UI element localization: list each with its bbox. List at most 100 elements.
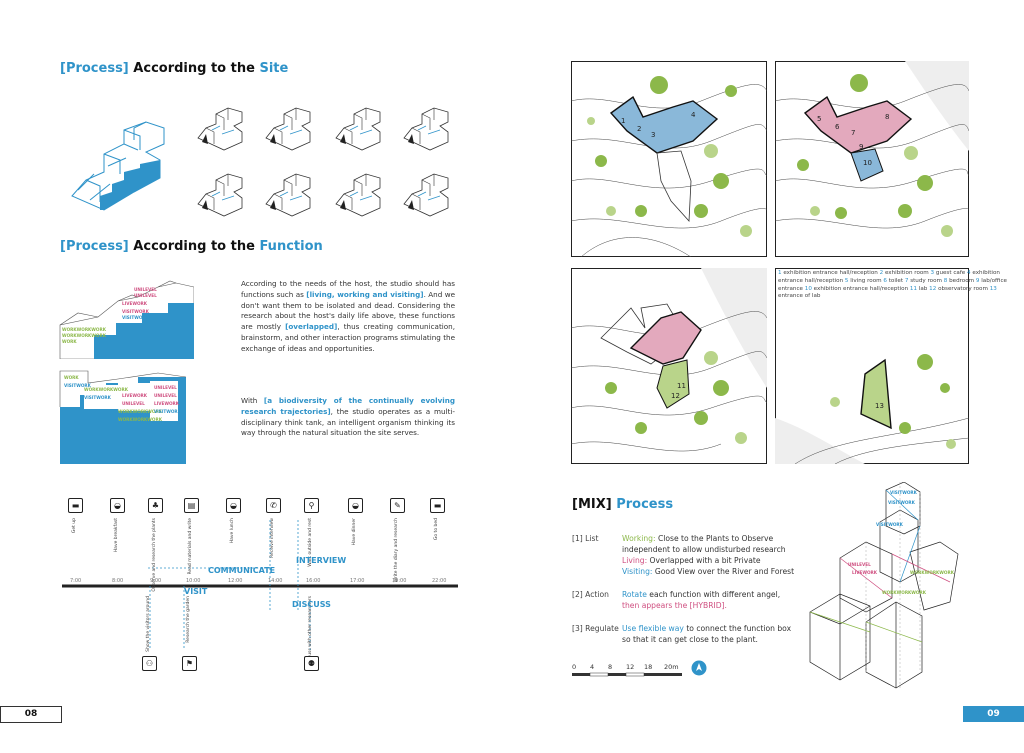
legend-number: 4 <box>967 270 971 276</box>
scale-tick: 12 <box>626 663 635 671</box>
timeline-caption: Receive interview <box>270 518 275 558</box>
page-number-left: 08 <box>0 706 62 723</box>
function-paragraph-2: With [a biodiversity of the continually … <box>241 396 455 438</box>
plan-tl-num-4: 4 <box>691 111 696 119</box>
legend-item: 9 lab/office entrance <box>778 278 1007 292</box>
scale-tick: 8 <box>608 663 613 671</box>
mix-step-key: [3] Regulate <box>572 624 619 633</box>
site-plan-bottom-left: 11 12 <box>571 268 767 464</box>
discuss-icon: ⚉ <box>304 656 319 671</box>
mix-step-text: independent to allow undisturbed researc… <box>622 545 786 554</box>
plan-tl-num-3: 3 <box>651 131 655 139</box>
room-legend: 1 exhibition entrance hall/reception 2 e… <box>778 270 1018 301</box>
legend-number: 5 <box>844 277 849 284</box>
plan-tr-num-8: 8 <box>885 113 889 121</box>
timeline-caption: Have breakfast <box>114 518 119 553</box>
mix-step-line: Working: Close to the Plants to Observe <box>622 533 773 544</box>
sleep-icon: ▬ <box>430 498 445 513</box>
lunch-icon: ◒ <box>226 498 241 513</box>
legend-number: 1 <box>778 270 782 276</box>
mix-step-text: each function with different angel, <box>646 590 781 599</box>
timeline-time: 10:00 <box>186 578 201 584</box>
mix-step-text: Good View over the River and Forest <box>652 567 795 576</box>
function-diagram-overlap-drawing <box>59 280 194 359</box>
bed-icon: ▬ <box>68 498 83 513</box>
legend-number: 7 <box>904 277 909 284</box>
legend-text: living room <box>850 277 882 284</box>
mix-step-lead: Rotate <box>622 590 647 599</box>
legend-text: lab <box>918 285 928 292</box>
mix-step-text: Close to the Plants to Observe <box>655 534 774 543</box>
plan-tl-num-1: 1 <box>621 117 625 125</box>
legend-text: exhibition entrance hall/reception <box>783 270 878 276</box>
north-arrow-icon <box>691 660 707 676</box>
function-diagram-hybrid: WORK VISITWORK WORKWORKWORK VISITWORK WO… <box>58 369 186 464</box>
page-number-right: 09 <box>963 706 1024 722</box>
legend-item: 1 exhibition entrance hall/reception <box>778 270 880 276</box>
timeline-time: 9:00 <box>150 578 162 584</box>
walk-icon: ⚲ <box>304 498 319 513</box>
timeline-bottom-caption: Show the visitors around <box>146 596 151 652</box>
site-plan-top-left: 1 2 3 4 <box>571 61 767 257</box>
timeline-caption: Go to bed <box>434 518 439 541</box>
function-heading: [Process] According to the Function <box>60 239 323 254</box>
plant-icon: ♣ <box>148 498 163 513</box>
timeline-time: 14:00 <box>268 578 283 584</box>
legend-text: exhibition room <box>884 270 929 276</box>
timeline-lines <box>62 520 458 650</box>
legend-text: study room <box>910 277 942 284</box>
scale-tick: 20m <box>664 663 679 671</box>
legend-number: 3 <box>930 270 935 276</box>
timeline-label-communicate: COMMUNICATE <box>208 566 276 575</box>
timeline-label-interview: INTERVIEW <box>296 556 347 565</box>
dinner-icon: ◒ <box>348 498 363 513</box>
legend-item: 7 study room <box>905 278 944 284</box>
timeline-bottom-caption: Research the garden <box>186 596 191 643</box>
mix-step-text: so that it can get close to the plant. <box>622 635 758 644</box>
legend-number: 8 <box>943 277 948 284</box>
legend-text: exhibition entrance hall/reception <box>778 270 1000 284</box>
scale-tick: 4 <box>590 663 595 671</box>
plan-bl-num-12: 12 <box>671 392 680 400</box>
legend-item: 6 toilet <box>883 278 904 284</box>
site-plan-top-right: 5 6 7 8 9 10 <box>775 61 969 257</box>
timeline-time: 8:00 <box>112 578 124 584</box>
legend-text: entrance of lab <box>778 293 821 300</box>
mix-step-line: Visiting: Good View over the River and F… <box>622 566 794 577</box>
mix-step-lead: Working: <box>622 534 656 543</box>
plan-br-num-13: 13 <box>875 402 884 410</box>
legend-number: 2 <box>879 270 884 276</box>
legend-item: 13 entrance of lab <box>778 286 997 300</box>
reading-icon: ▤ <box>184 498 199 513</box>
breakfast-icon: ◒ <box>110 498 125 513</box>
mix-step-lead: Living: <box>622 556 648 565</box>
hybrid-stack-drawing <box>809 482 959 689</box>
timeline-time: 17:00 <box>350 578 365 584</box>
timeline-caption: Have dinner <box>352 518 357 546</box>
legend-item: 8 bedroom <box>944 278 976 284</box>
mix-step-text: to connect the function box <box>683 624 792 633</box>
telescope-icon: ✆ <box>266 498 281 513</box>
mix-heading: [MIX] Process <box>572 497 674 512</box>
timeline-time: 16:00 <box>306 578 321 584</box>
legend-number: 9 <box>975 277 980 284</box>
legend-number: 11 <box>909 285 918 292</box>
plan-tr-num-7: 7 <box>851 129 855 137</box>
scale-tick: 18 <box>644 663 653 671</box>
mix-step-line: then appears the [HYBRID]. <box>622 600 727 611</box>
legend-item: 4 exhibition entrance hall/reception <box>778 270 1000 284</box>
mix-step-line: Living: Overlapped with a bit Private <box>622 555 761 566</box>
timeline-time: 7:00 <box>70 578 82 584</box>
research-icon: ⚑ <box>182 656 197 671</box>
timeline-time: 12:00 <box>228 578 243 584</box>
plan-tl-num-2: 2 <box>637 125 641 133</box>
plan-tr-num-10: 10 <box>863 159 872 167</box>
timeline-caption: Write the diary and research <box>394 518 399 583</box>
mix-step-key: [2] Action <box>572 590 609 599</box>
writing-icon: ✎ <box>390 498 405 513</box>
legend-text: bedroom <box>949 277 975 284</box>
scale-bar-line <box>572 672 682 677</box>
legend-item: 5 living room <box>845 278 883 284</box>
mix-step-line: Use flexible way to connect the function… <box>622 623 791 634</box>
